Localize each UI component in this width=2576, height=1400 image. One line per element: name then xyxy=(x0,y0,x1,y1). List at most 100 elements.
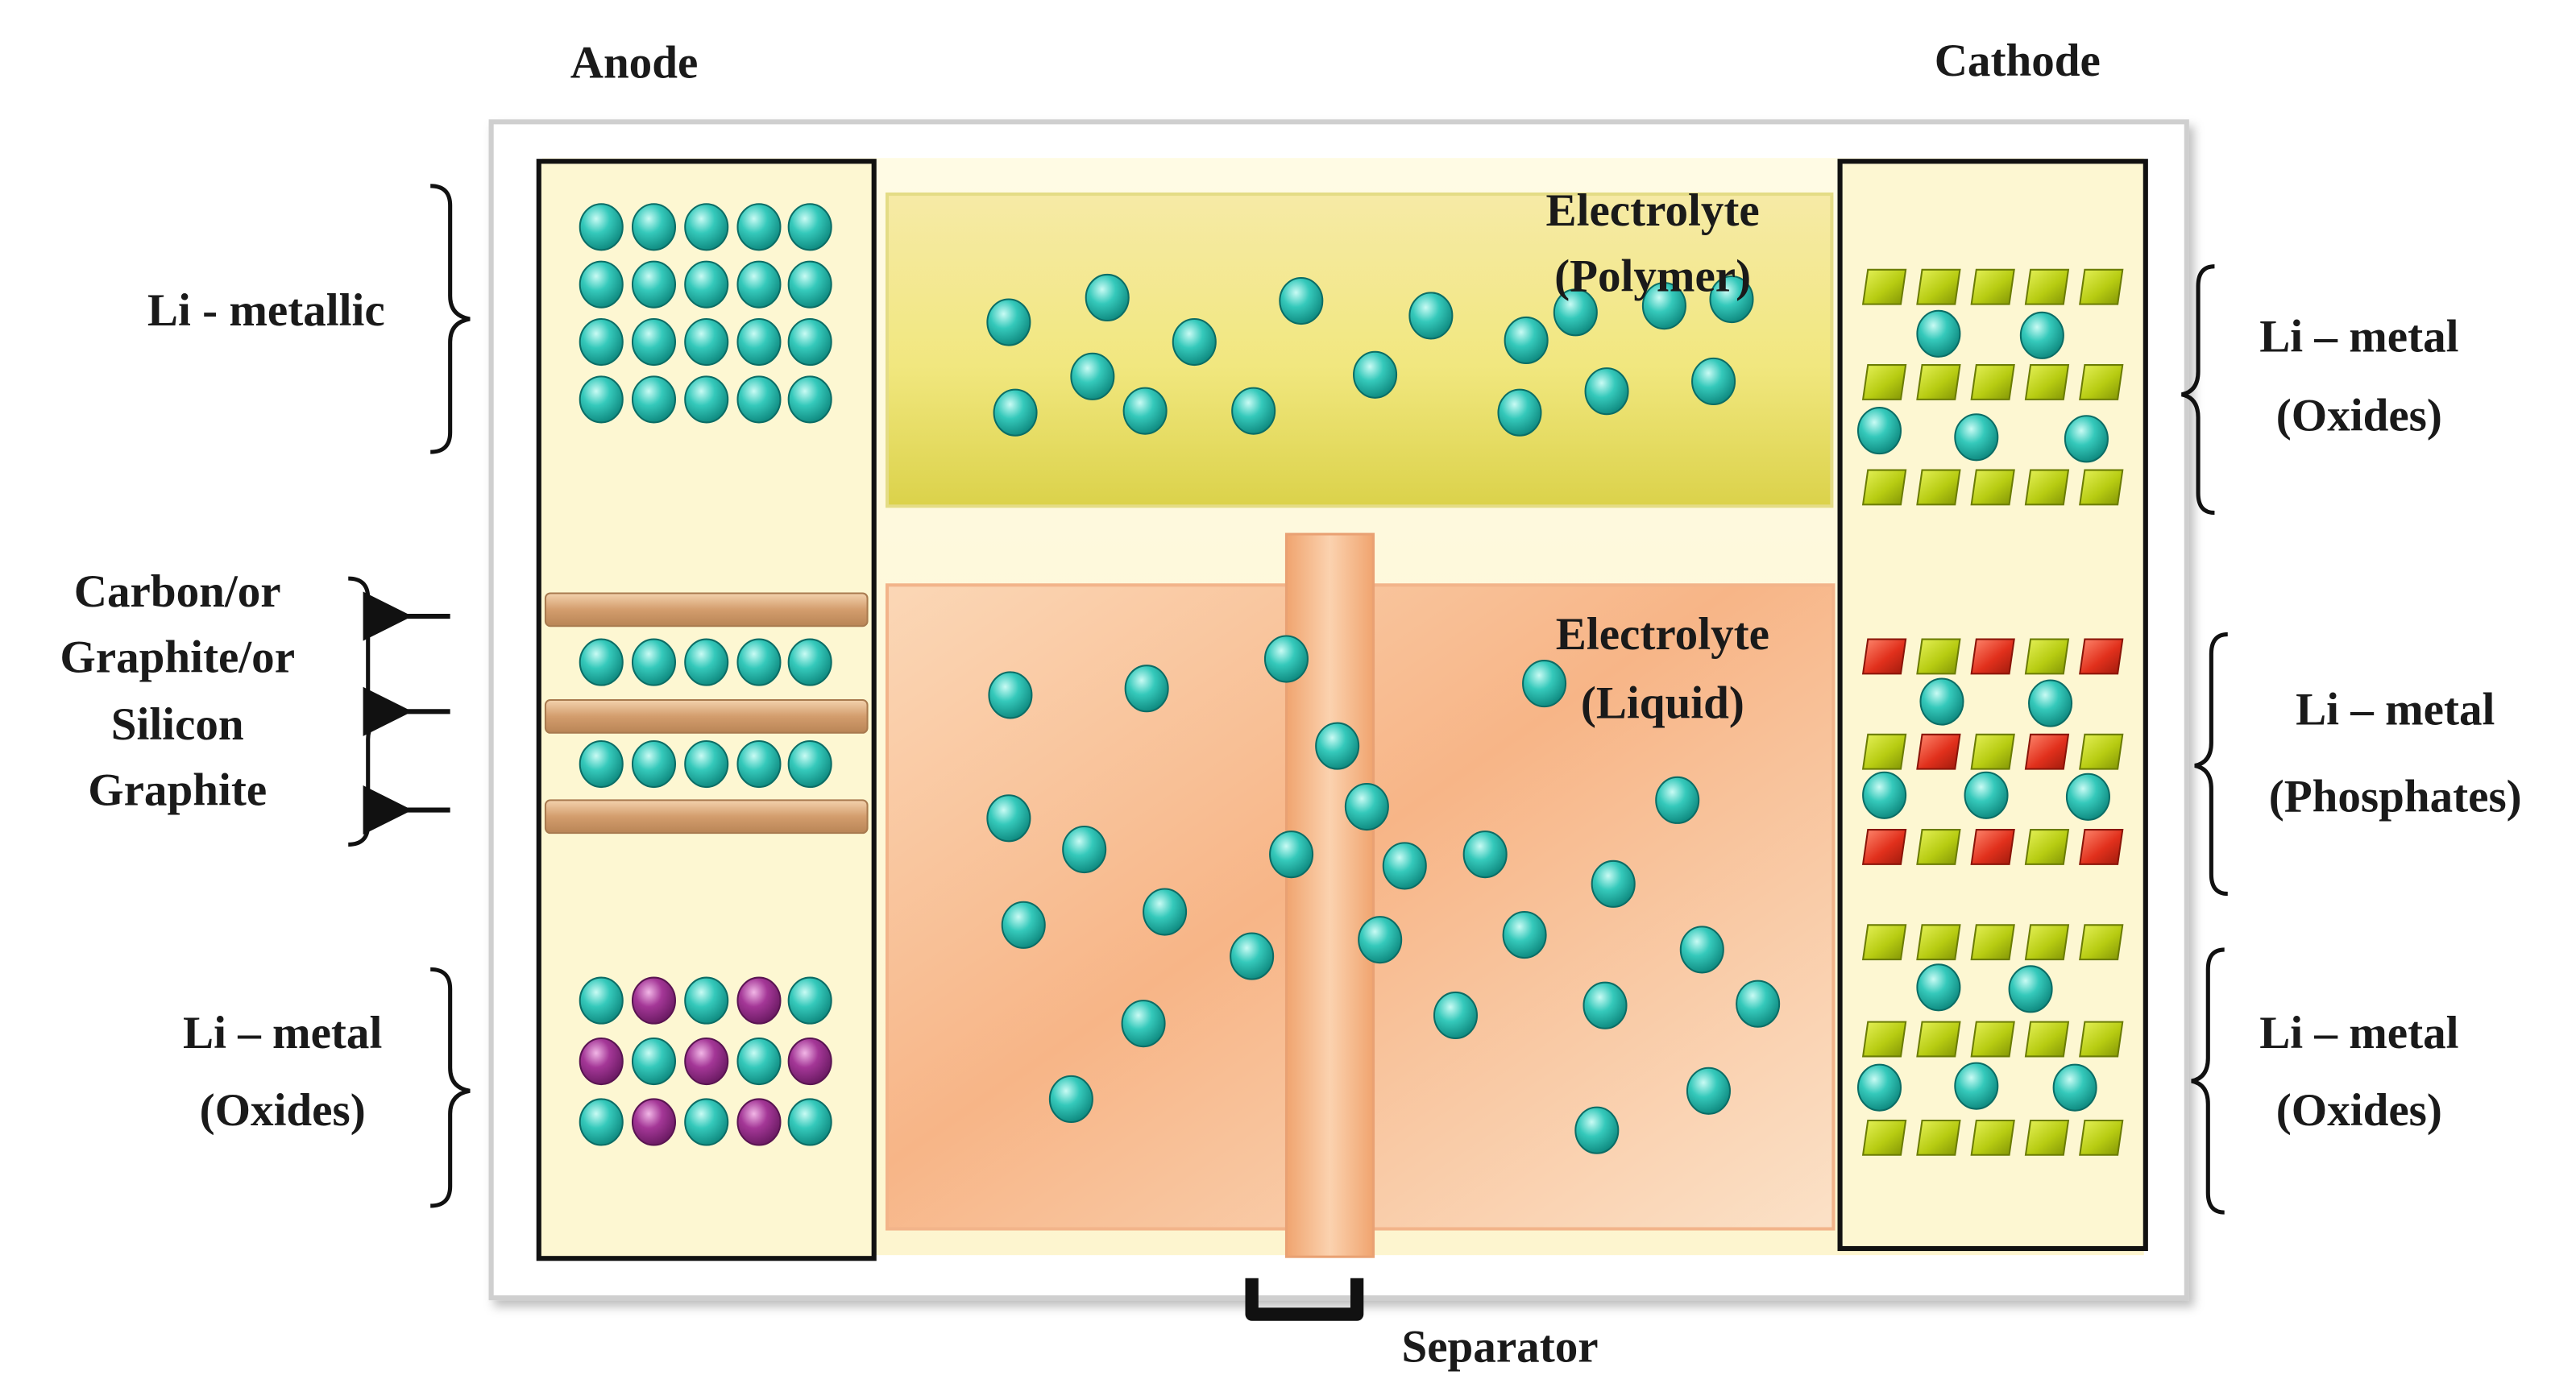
lithium-ion xyxy=(2008,965,2053,1013)
lithium-ion xyxy=(2064,415,2109,463)
lithium-ion xyxy=(1408,292,1454,340)
separator-label: Separator xyxy=(1401,1322,1598,1373)
carbon-label-line3: Silicon xyxy=(111,699,244,750)
lithium-ion xyxy=(787,1098,832,1146)
lithium-ion xyxy=(1344,782,1389,831)
metal-ion xyxy=(684,1037,729,1086)
lithium-ion xyxy=(579,1098,624,1146)
carbon-label-line2: Graphite/or xyxy=(60,632,295,682)
lithium-ion xyxy=(684,260,729,309)
lithium-ion xyxy=(631,375,677,424)
carbon-label-line4: Graphite xyxy=(88,764,267,815)
lithium-ion xyxy=(1048,1075,1093,1124)
oxide-block xyxy=(1916,469,1961,506)
lithium-ion xyxy=(684,317,729,367)
lithium-ion xyxy=(736,638,782,686)
lithium-ion xyxy=(787,260,832,309)
separator-bracket-icon xyxy=(1245,1278,1364,1321)
oxide-block xyxy=(2024,829,2070,865)
oxide-block xyxy=(1970,1119,2015,1156)
lithium-ion xyxy=(787,375,832,424)
lithium-ion xyxy=(1655,776,1700,824)
lithium-ion xyxy=(1001,901,1046,949)
phosphate-block xyxy=(1861,638,1907,675)
lithium-ion xyxy=(1263,635,1309,683)
anode-oxides-label-line1: Li – metal xyxy=(183,1008,382,1058)
lithium-ion xyxy=(1062,825,1107,874)
lithium-ion xyxy=(1231,387,1276,435)
lithium-ion xyxy=(684,638,729,686)
oxide-block xyxy=(2079,733,2124,770)
lithium-ion xyxy=(736,375,782,424)
lithium-ion xyxy=(787,976,832,1025)
lithium-ion xyxy=(1736,980,1781,1028)
curly-brace-icon xyxy=(430,967,471,1208)
oxide-block xyxy=(1916,1119,1961,1156)
lithium-ion xyxy=(1502,910,1547,959)
oxide-block xyxy=(2024,1119,2070,1156)
lithium-ion xyxy=(1121,1000,1166,1048)
oxide-block xyxy=(1861,268,1907,305)
lithium-ion xyxy=(988,671,1033,719)
curly-brace-icon xyxy=(430,184,471,454)
curly-brace-icon xyxy=(348,576,388,847)
phosphate-block xyxy=(2024,733,2070,770)
lithium-ion xyxy=(579,203,624,251)
cathode-phosphates-line1: Li – metal xyxy=(2296,685,2495,735)
lithium-ion xyxy=(1916,963,1961,1012)
lithium-ion xyxy=(684,739,729,789)
cathode-oxides-bottom-line1: Li – metal xyxy=(2259,1008,2458,1058)
metal-ion xyxy=(736,976,782,1025)
lithium-ion xyxy=(631,1037,677,1086)
lithium-ion xyxy=(787,203,832,251)
lithium-ion xyxy=(1574,1106,1620,1154)
lithium-ion xyxy=(1709,275,1754,324)
electrolyte-liquid-subtitle: (Liquid) xyxy=(1581,677,1744,728)
oxide-block xyxy=(1916,1021,1961,1058)
anode-label: Anode xyxy=(570,37,699,88)
cathode-oxides-top-line1: Li – metal xyxy=(2259,312,2458,362)
lithium-ion xyxy=(1856,1063,1902,1112)
lithium-ion xyxy=(631,317,677,367)
oxide-block xyxy=(1970,733,2015,770)
lithium-ion xyxy=(1462,830,1508,879)
lithium-ion xyxy=(579,375,624,424)
oxide-block xyxy=(1916,638,1961,675)
cathode-oxides-bottom-line2: (Oxides) xyxy=(2276,1085,2442,1136)
phosphate-block xyxy=(2079,829,2124,865)
phosphate-block xyxy=(2079,638,2124,675)
lithium-ion xyxy=(736,203,782,251)
cathode-oxides-top-line2: (Oxides) xyxy=(2276,391,2442,441)
lithium-ion xyxy=(631,203,677,251)
lithium-ion xyxy=(1641,282,1686,330)
cathode-label: Cathode xyxy=(1935,35,2101,86)
oxide-block xyxy=(2024,924,2070,961)
lithium-ion xyxy=(2028,679,2073,727)
metal-ion xyxy=(736,1098,782,1146)
oxide-block xyxy=(1861,733,1907,770)
phosphate-block xyxy=(1861,829,1907,865)
lithium-ion xyxy=(1358,916,1403,964)
lithium-ion xyxy=(579,260,624,309)
metal-ion xyxy=(631,1098,677,1146)
lithium-ion xyxy=(631,739,677,789)
lithium-ion xyxy=(1862,771,1907,819)
oxide-block xyxy=(1970,268,2015,305)
lithium-ion xyxy=(787,739,832,789)
lithium-ion xyxy=(1916,309,1961,358)
anode-oxides-label-line2: (Oxides) xyxy=(200,1085,366,1136)
oxide-block xyxy=(1970,1021,2015,1058)
lithium-ion xyxy=(1686,1067,1731,1115)
oxide-block xyxy=(2079,268,2124,305)
carbon-label-line1: Carbon/or xyxy=(74,566,281,617)
oxide-block xyxy=(2024,1021,2070,1058)
lithium-ion xyxy=(1583,981,1628,1029)
oxide-block xyxy=(2079,469,2124,506)
phosphate-block xyxy=(1916,733,1961,770)
lithium-ion xyxy=(1522,660,1567,708)
oxide-block xyxy=(1916,924,1961,961)
lithium-ion xyxy=(986,794,1031,843)
metal-ion xyxy=(787,1037,832,1086)
lithium-ion xyxy=(2052,1063,2097,1112)
